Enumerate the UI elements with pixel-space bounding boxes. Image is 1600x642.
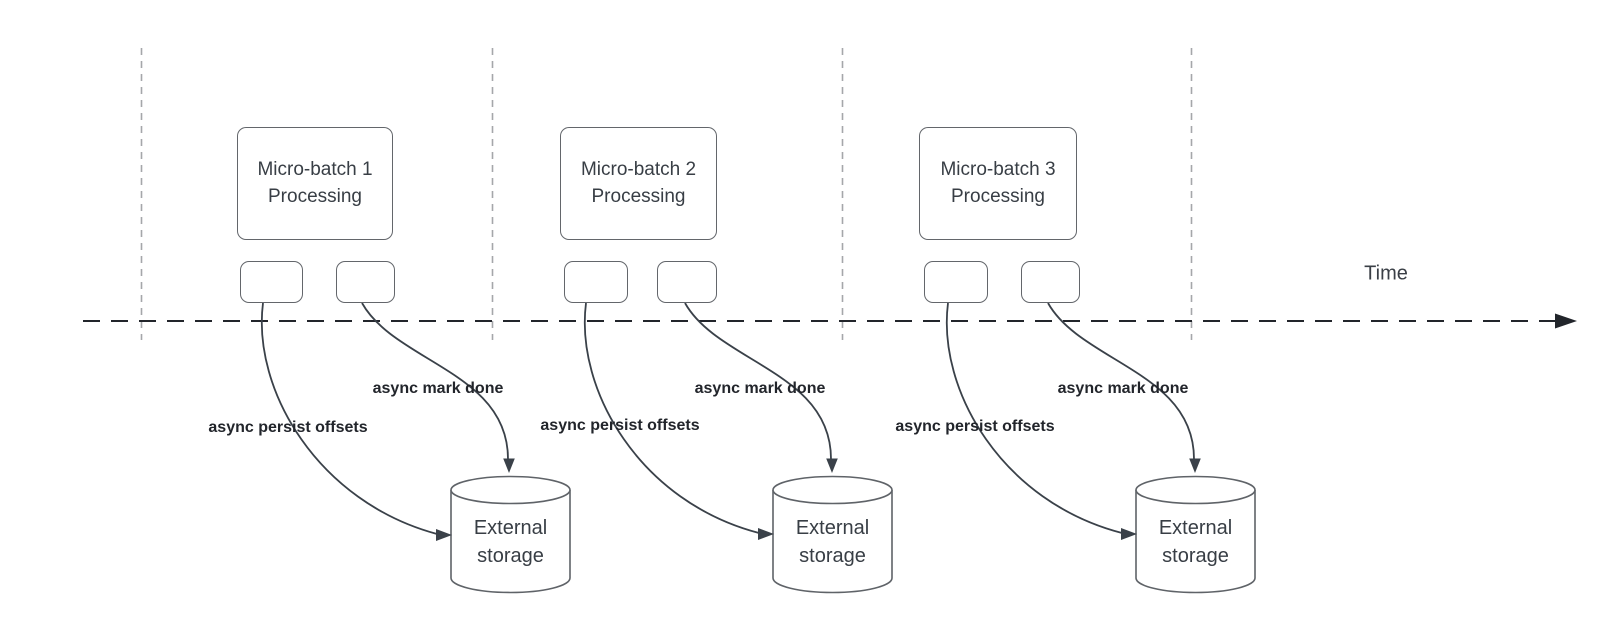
time-axis-arrowhead-icon xyxy=(1555,313,1577,329)
mark-done-arrowhead-icon-2 xyxy=(826,458,838,473)
mark-done-label-2: async mark done xyxy=(694,380,826,397)
mark-done-arrowhead-icon-1 xyxy=(503,458,515,473)
external-storage-label-2-line1: External xyxy=(795,517,870,539)
mark-done-arrow-2 xyxy=(684,302,832,460)
external-storage-label-2-line2: storage xyxy=(799,544,866,567)
microbatch-3-title-line2: Processing xyxy=(951,185,1045,207)
microbatch-2-done-slot xyxy=(657,261,717,303)
mark-done-label-1: async mark done xyxy=(372,380,504,397)
microbatch-2-offsets-slot xyxy=(564,261,628,303)
persist-offsets-label-3: async persist offsets xyxy=(895,418,1055,435)
external-storage-label-1-line1: External xyxy=(473,517,548,539)
microbatch-3-title-line1: Micro-batch 3 xyxy=(940,159,1056,180)
microbatch-2-title-line2: Processing xyxy=(591,185,686,207)
microbatch-1-done-slot xyxy=(336,261,395,303)
external-storage-label-3: External storage xyxy=(1136,515,1255,570)
mark-done-label-3: async mark done xyxy=(1057,380,1189,397)
microbatch-2-box: Micro-batch 2 Processing xyxy=(560,127,717,240)
persist-offsets-label-2: async persist offsets xyxy=(540,417,700,434)
mark-done-arrowhead-icon-3 xyxy=(1189,458,1201,473)
persist-offsets-arrowhead-icon-2 xyxy=(758,528,774,540)
external-storage-cylinder-1 xyxy=(450,475,571,594)
external-storage-label-3-line2: storage xyxy=(1162,544,1229,567)
microbatch-3-done-slot xyxy=(1021,261,1080,303)
external-storage-label-3-line1: External xyxy=(1158,517,1233,539)
persist-offsets-arrowhead-icon-3 xyxy=(1121,528,1137,540)
persist-offsets-arrow-3 xyxy=(945,302,1123,534)
microbatch-2-title-line1: Micro-batch 2 xyxy=(580,159,697,180)
external-storage-label-1: External storage xyxy=(451,515,570,570)
persist-offsets-arrow-2 xyxy=(583,302,760,534)
microbatch-3-box: Micro-batch 3 Processing xyxy=(919,127,1077,240)
external-storage-cylinder-2 xyxy=(772,475,893,594)
persist-offsets-label-1: async persist offsets xyxy=(208,419,368,436)
microbatch-1-title-line2: Processing xyxy=(268,185,362,207)
persist-offsets-arrow-1 xyxy=(260,302,438,535)
mark-done-arrow-1 xyxy=(361,302,509,460)
external-storage-label-1-line2: storage xyxy=(477,544,544,567)
microbatch-3-offsets-slot xyxy=(924,261,988,303)
mark-done-arrow-3 xyxy=(1047,302,1195,460)
microbatch-1-box: Micro-batch 1 Processing xyxy=(237,127,393,240)
external-storage-cylinder-3 xyxy=(1135,475,1256,594)
persist-offsets-arrowhead-icon-1 xyxy=(436,529,452,541)
time-axis-label: Time xyxy=(1364,262,1408,285)
microbatch-1-title-line1: Micro-batch 1 xyxy=(257,159,373,180)
external-storage-label-2: External storage xyxy=(773,515,892,570)
microbatch-1-offsets-slot xyxy=(240,261,303,303)
